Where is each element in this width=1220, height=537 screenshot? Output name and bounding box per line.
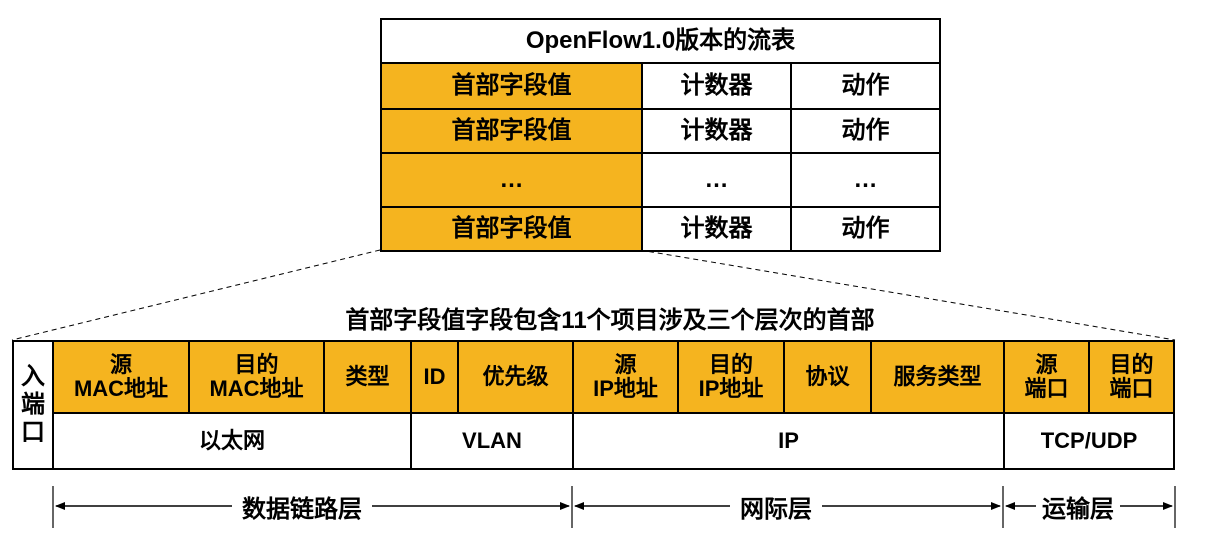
field-eth-type: 类型 [323,340,412,414]
field-dst-port-line1: 目的 [1109,352,1154,377]
field-src-port-line2: 端口 [1024,376,1069,401]
field-vlan-priority: 优先级 [457,340,574,414]
field-dst-port-line2: 端口 [1109,376,1154,401]
group-ethernet: 以太网 [52,412,412,470]
field-src-ip: 源 IP地址 [572,340,679,414]
field-dst-port: 目的 端口 [1088,340,1175,414]
flow-counter-cell-4: 计数器 [641,206,792,252]
flow-counter-cell-2: 计数器 [641,108,792,154]
flow-header-cell-4: 首部字段值 [380,206,643,252]
flow-counter-cell-1: 计数器 [641,62,792,110]
flow-header-cell-1: 首部字段值 [380,62,643,110]
field-tos: 服务类型 [870,340,1005,414]
zoom-line-right [639,249,1176,341]
field-dst-ip: 目的 IP地址 [677,340,785,414]
field-src-ip-line2: IP地址 [593,376,658,401]
flow-action-cell-2: 动作 [790,108,941,154]
layer-label-network: 网际层 [730,488,822,524]
field-dst-ip-line2: IP地址 [698,376,764,401]
field-vlan-id: ID [410,340,459,414]
field-dst-ip-line1: 目的 [708,352,753,377]
field-dst-mac-line2: MAC地址 [209,376,304,401]
field-src-mac: 源 MAC地址 [52,340,190,414]
flow-table-title: OpenFlow1.0版本的流表 [380,18,941,64]
field-src-mac-line2: MAC地址 [73,376,169,401]
group-tcp-udp: TCP/UDP [1003,412,1175,470]
zoom-line-left [11,249,381,341]
layer-label-transport: 运输层 [1036,488,1120,524]
field-dst-mac-line1: 目的 [234,352,279,377]
field-src-ip-line1: 源 [614,352,637,377]
layer-label-link: 数据链路层 [232,488,372,524]
group-ip: IP [572,412,1005,470]
group-vlan: VLAN [410,412,574,470]
field-src-mac-line1: 源 [109,352,132,377]
flow-header-cell-2: 首部字段值 [380,108,643,154]
header-fields-caption: 首部字段值字段包含11个项目涉及三个层次的首部 [345,306,875,334]
field-src-port: 源 端口 [1003,340,1090,414]
flow-action-cell-3: … [790,152,941,208]
field-dst-mac: 目的 MAC地址 [188,340,325,414]
flow-action-cell-4: 动作 [790,206,941,252]
flow-action-cell-1: 动作 [790,62,941,110]
flow-header-cell-3: … [380,152,643,208]
flow-counter-cell-3: … [641,152,792,208]
in-port-cell: 入端口 [12,340,54,470]
field-src-port-line1: 源 [1035,352,1058,377]
field-protocol: 协议 [783,340,872,414]
